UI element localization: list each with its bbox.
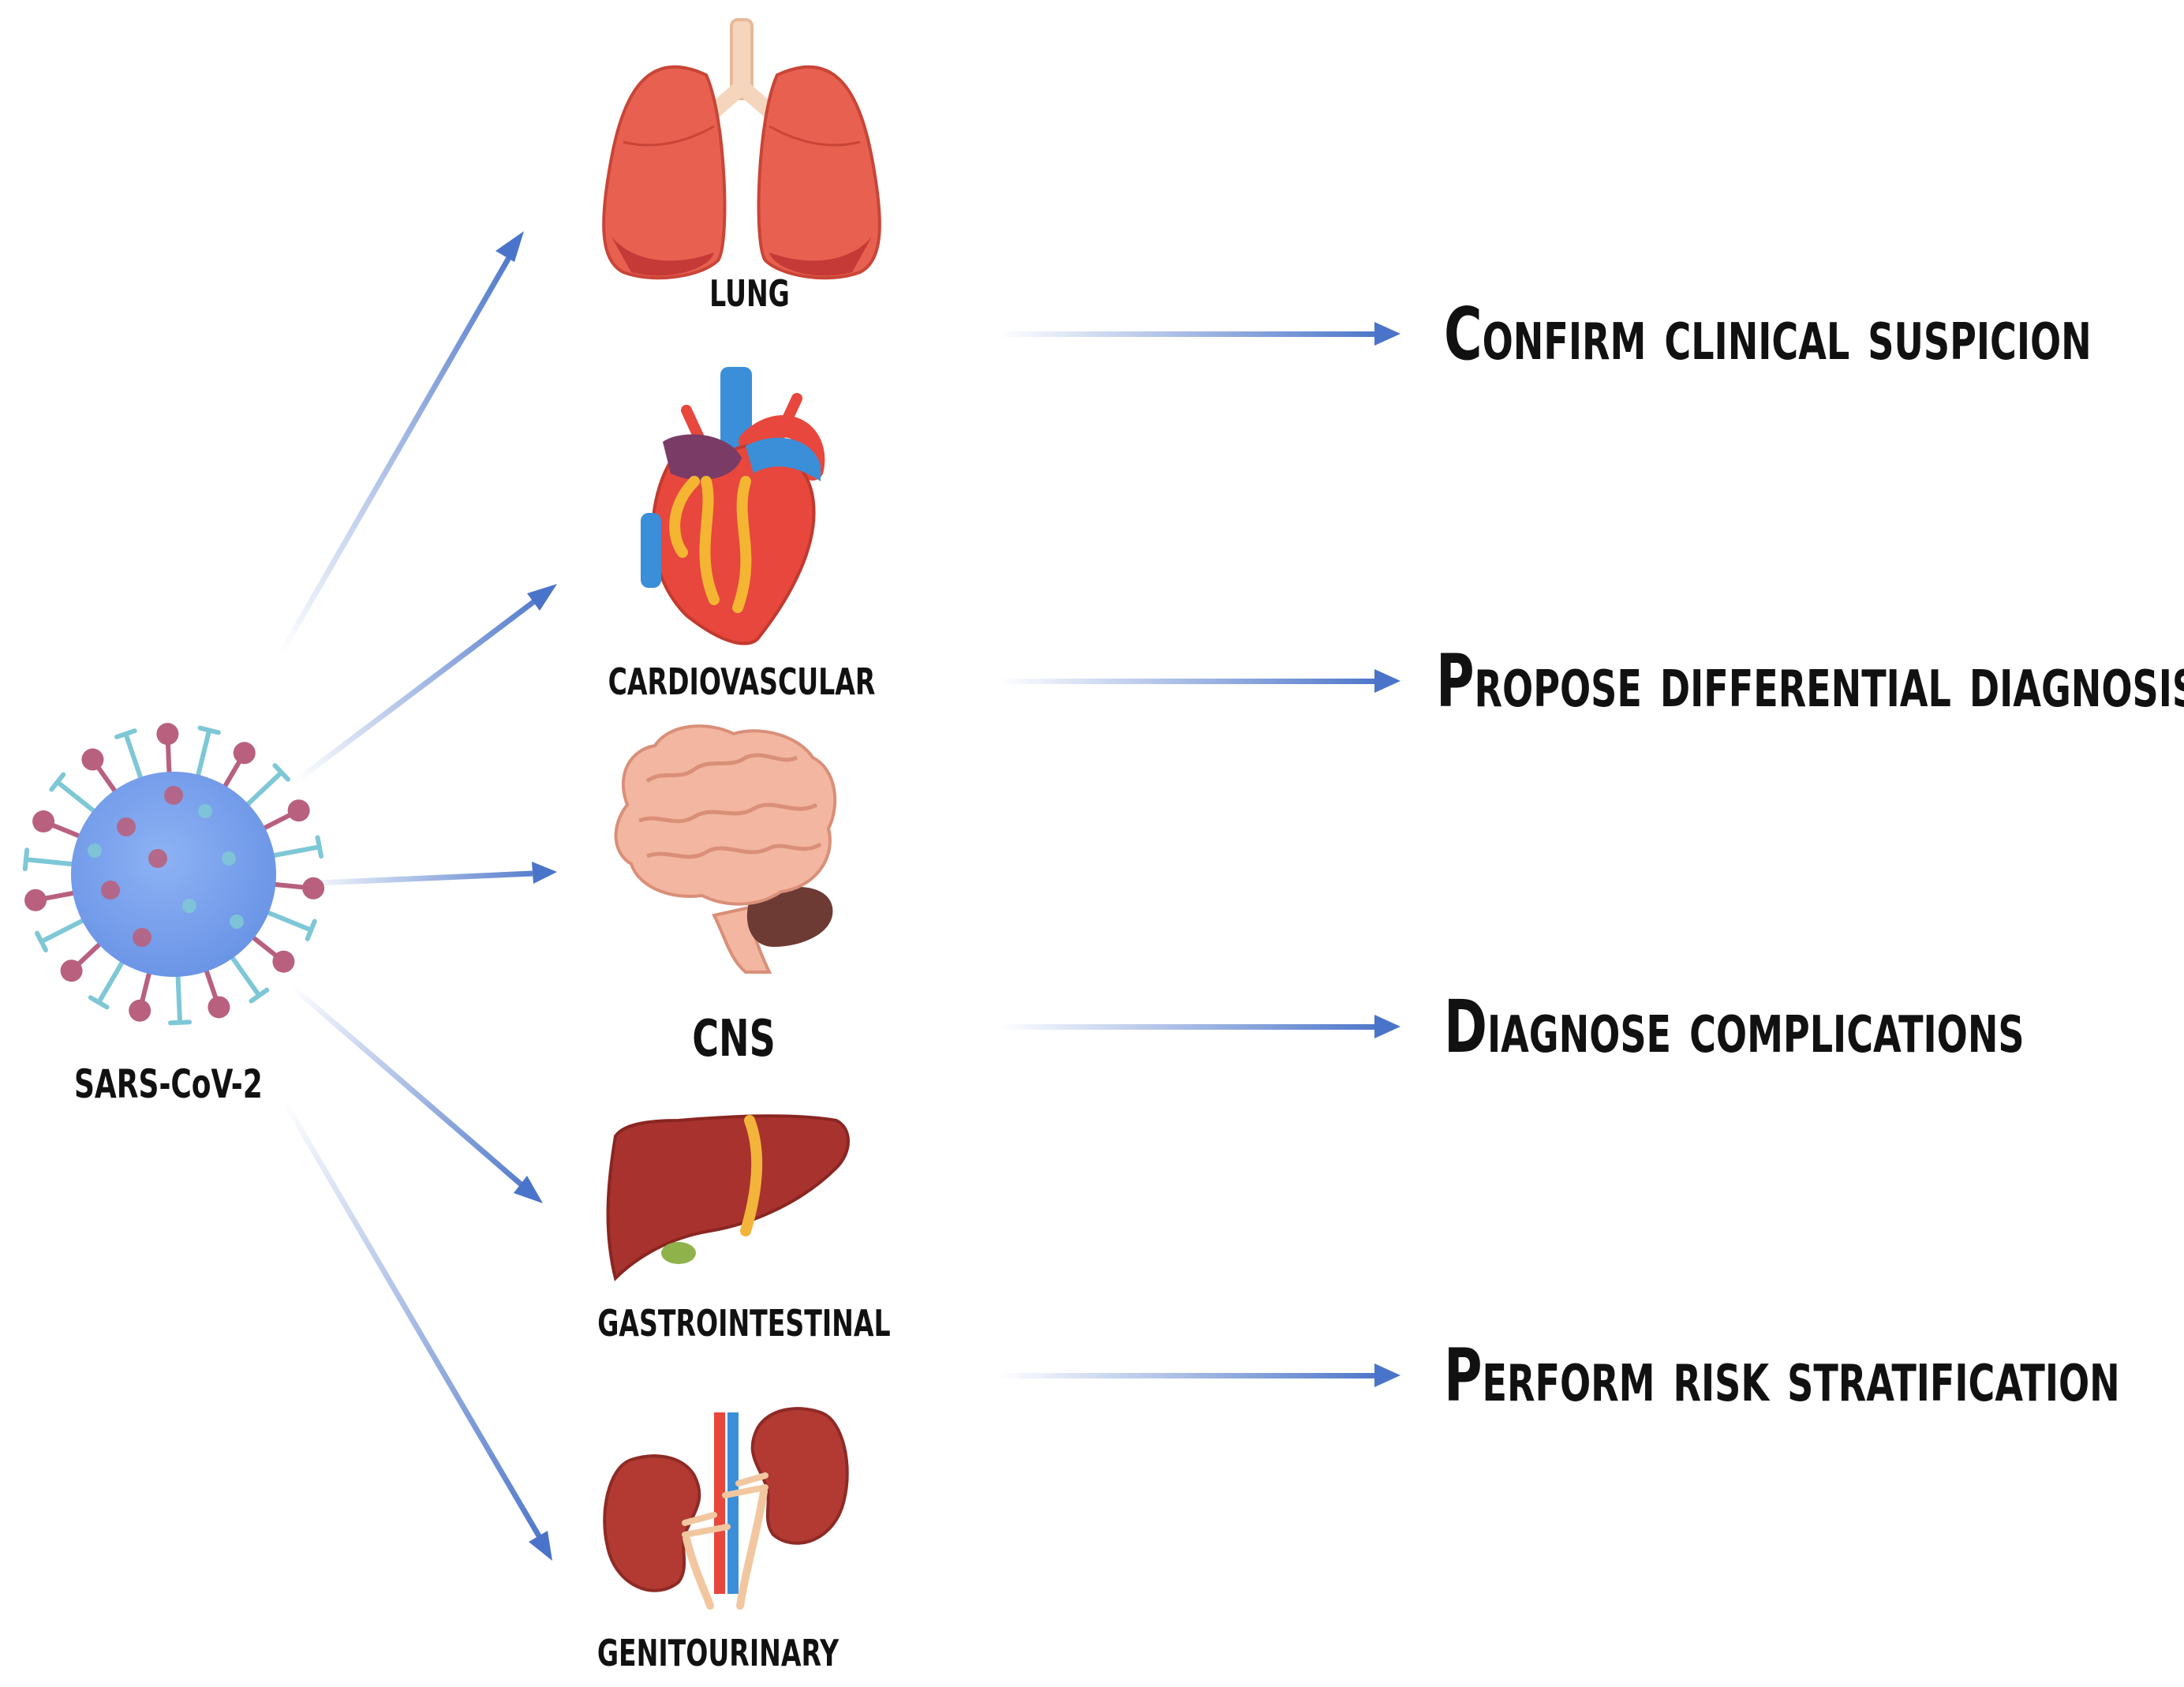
- outcome-confirm-clinical-suspicion: Confirm clinical suspicion: [1444, 292, 2092, 376]
- organ-label-cardiovascular: CARDIOVASCULAR: [608, 660, 876, 703]
- outcome-perform-risk-stratification: Perform risk stratification: [1444, 1334, 2120, 1418]
- virus-spike-tip: [22, 847, 30, 872]
- kidneys-icon: [603, 1407, 849, 1610]
- virus-icon: [22, 723, 325, 1026]
- virus-spike: [195, 729, 212, 780]
- virus-surface-spot: [101, 881, 120, 900]
- arrow-to-gastrointestinal: [290, 984, 543, 1203]
- virus-spike-tip: [272, 763, 290, 782]
- virus-spike-tip: [197, 725, 221, 735]
- outcome-propose-differential-diagnosis: Propose differential diagnosis: [1436, 639, 2184, 724]
- arrow-to-cardiovascular: [294, 584, 557, 784]
- virus-spike: [123, 733, 144, 782]
- virus-surface-spot: [88, 844, 102, 858]
- heart-icon: [641, 367, 825, 645]
- arrow-to-cns: [299, 862, 557, 887]
- virus-spike-tip: [315, 835, 323, 859]
- virus-surface-spot: [222, 851, 236, 866]
- virus-spike-head: [60, 959, 83, 982]
- virus-surface-spot: [230, 915, 244, 929]
- virus-spike-head: [32, 810, 55, 833]
- organ-label-gastrointestinal: GASTROINTESTINAL: [597, 1302, 891, 1345]
- virus-spike-head: [81, 748, 104, 771]
- virus-spike-tip: [168, 1019, 193, 1026]
- virus-spike-head: [208, 996, 230, 1019]
- virus-spike: [96, 958, 126, 1004]
- organ-label-genitourinary: GENITOURINARY: [596, 1632, 840, 1674]
- virus-spike: [243, 770, 283, 809]
- virus-spike-head: [156, 723, 179, 746]
- virus-spike: [264, 909, 312, 933]
- virus-surface-spot: [182, 899, 196, 913]
- arrow-to-genitourinary: [281, 1099, 552, 1561]
- lungs-icon: [602, 18, 881, 280]
- virus-surface-spot: [164, 786, 183, 805]
- virus-surface-spot: [117, 817, 136, 836]
- virus-spike-tip: [305, 918, 317, 941]
- virus-spike-tip: [35, 930, 48, 953]
- organ-label-lung: LUNG: [709, 272, 790, 315]
- outcome-diagnose-complications: Diagnose complications: [1444, 985, 2025, 1069]
- virus-surface-spot: [198, 804, 212, 818]
- virus-spike-head: [24, 888, 47, 911]
- organ-label-cns: CNS: [692, 1010, 776, 1068]
- virus-spike-tip: [249, 987, 270, 1004]
- arrow-to-outcome-4: [998, 1363, 1401, 1387]
- brain-icon: [614, 724, 837, 974]
- virus-spike-head: [302, 877, 325, 900]
- virus-label: SARS-CoV-2: [74, 1061, 263, 1107]
- virus-spike-head: [233, 742, 256, 765]
- virus-spike-tip: [88, 995, 110, 1010]
- virus-surface-spot: [148, 849, 167, 868]
- arrow-to-outcome-3: [998, 1015, 1401, 1038]
- virus-spike: [270, 844, 320, 858]
- virus-surface-spot: [133, 928, 151, 947]
- virus-spike-head: [287, 799, 310, 822]
- virus-spike: [25, 857, 76, 867]
- arrow-to-lung: [277, 231, 524, 656]
- virus-spike: [55, 780, 98, 815]
- virus-spike-tip: [114, 728, 137, 739]
- virus-spike: [228, 953, 261, 997]
- liver-icon: [606, 1114, 850, 1281]
- virus-spike: [175, 972, 183, 1023]
- virus-spike-head: [129, 999, 151, 1022]
- virus-spike-tip: [49, 772, 66, 792]
- virus-spike: [40, 917, 87, 944]
- arrow-to-outcome-1: [998, 322, 1401, 346]
- virus-spike-head: [272, 950, 295, 973]
- arrow-to-outcome-2: [998, 669, 1401, 693]
